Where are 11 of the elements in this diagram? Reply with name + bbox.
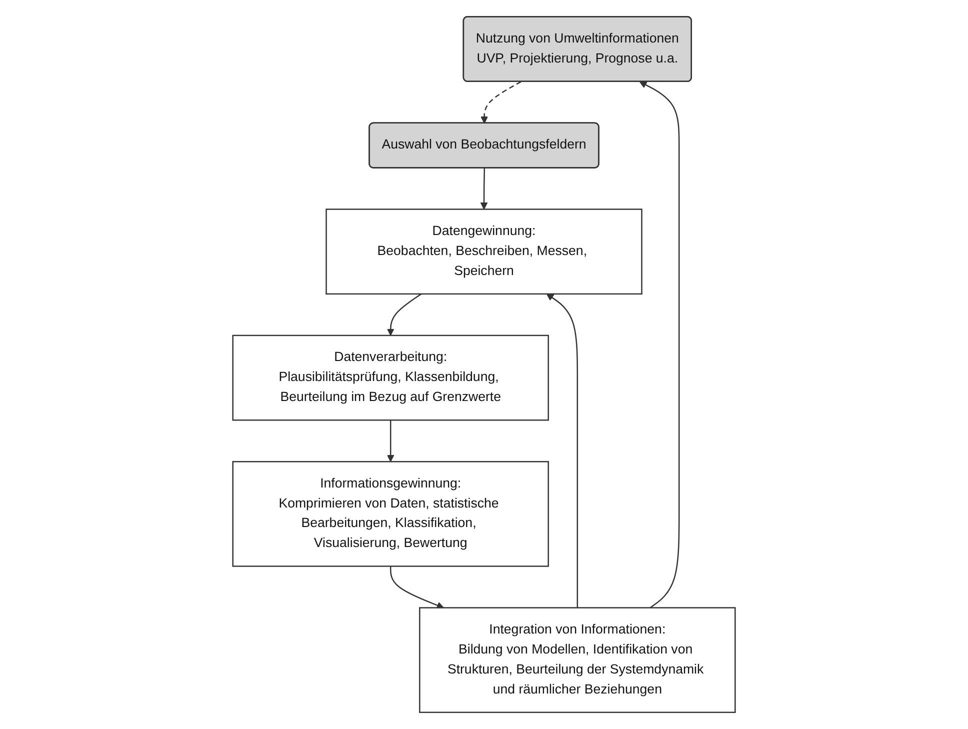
arrow bbox=[480, 168, 488, 210]
arrow bbox=[480, 81, 522, 124]
arrow bbox=[639, 81, 680, 608]
arrow bbox=[390, 566, 444, 609]
arrow bbox=[386, 293, 422, 336]
arrow bbox=[546, 294, 578, 608]
node-box: Informationsgewinnung: Komprimieren von Daten, statistische Bearbeitungen, Klassifikation, Visualisierung, Bewertung bbox=[232, 461, 549, 567]
arrow bbox=[386, 420, 394, 462]
node-box: Datengewinnung: Beobachten, Beschreiben, Messen, Speichern bbox=[326, 208, 642, 295]
node-box: Integration von Informationen: Bildung von Modellen, Identifikation von Strukturen, Beurteilung der Systemdynamik und räumlicher Beziehungen bbox=[419, 607, 736, 713]
node-box: Datenverarbeitung: Plausibilitätsprüfung, Klassenbildung, Beurteilung im Bezug auf Grenzwerte bbox=[232, 334, 549, 421]
